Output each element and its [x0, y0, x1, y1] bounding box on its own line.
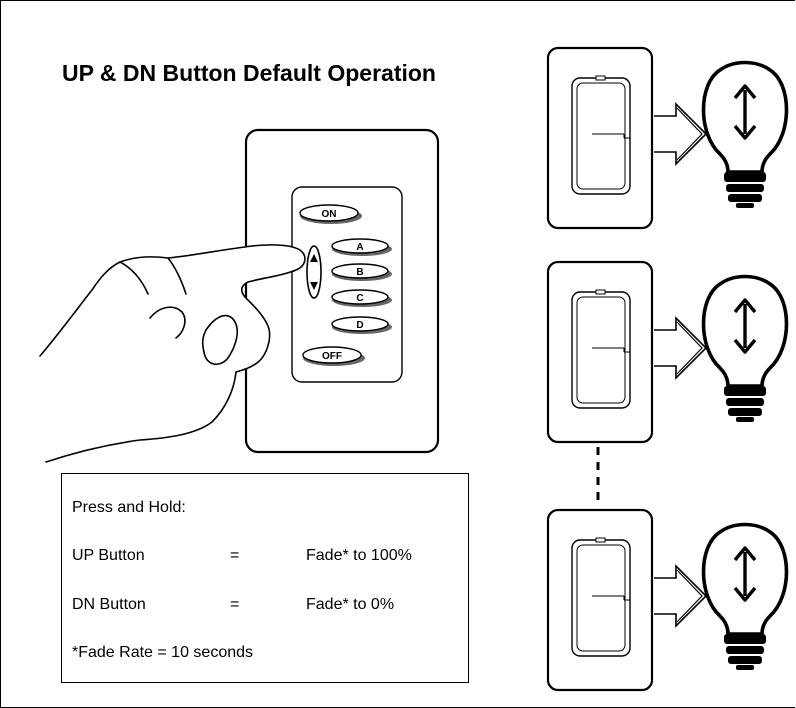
up-arrow-icon[interactable] — [310, 254, 318, 262]
info-footnote: *Fade Rate = 10 seconds — [72, 644, 254, 661]
keypad-button-c[interactable]: C — [331, 289, 392, 307]
keypad-button-off[interactable]: OFF — [302, 346, 365, 366]
dimmer-3 — [546, 508, 789, 692]
info-row-dn: DN Button = Fade* to 0% — [72, 596, 452, 614]
info-box: Press and Hold: UP Button = Fade* to 100… — [61, 473, 469, 683]
info-row-up-eq: = — [230, 547, 240, 564]
keypad: ON A B C D OFF — [244, 128, 440, 454]
off-button-label: OFF — [322, 351, 342, 362]
keypad-button-d[interactable]: D — [331, 316, 392, 334]
dimmer-2-art — [546, 260, 789, 444]
info-row-up-result: Fade* to 100% — [306, 547, 412, 564]
keypad-button-b[interactable]: B — [331, 263, 392, 281]
hand-illustration — [39, 244, 306, 463]
info-heading: Press and Hold: — [72, 499, 186, 516]
keypad-button-a[interactable]: A — [331, 238, 392, 256]
dimmer-2 — [546, 260, 789, 444]
dimmer-1 — [546, 46, 789, 230]
b-button-label: B — [356, 267, 363, 278]
dimmer-1-art — [546, 46, 789, 230]
c-button-label: C — [356, 293, 363, 304]
info-row-dn-eq: = — [230, 596, 240, 613]
keypad-button-on[interactable]: ON — [299, 204, 362, 224]
down-arrow-icon[interactable] — [310, 282, 318, 290]
on-button-label: ON — [322, 209, 337, 220]
a-button-label: A — [356, 242, 363, 253]
dimmer-3-art — [546, 508, 789, 692]
info-row-up-label: UP Button — [72, 547, 145, 564]
info-row-dn-label: DN Button — [72, 596, 146, 613]
diagram-title: UP & DN Button Default Operation — [62, 60, 436, 86]
d-button-label: D — [356, 320, 363, 331]
info-row-dn-result: Fade* to 0% — [306, 596, 395, 613]
info-row-up: UP Button = Fade* to 100% — [72, 547, 452, 565]
up-down-rocker[interactable] — [306, 245, 322, 299]
